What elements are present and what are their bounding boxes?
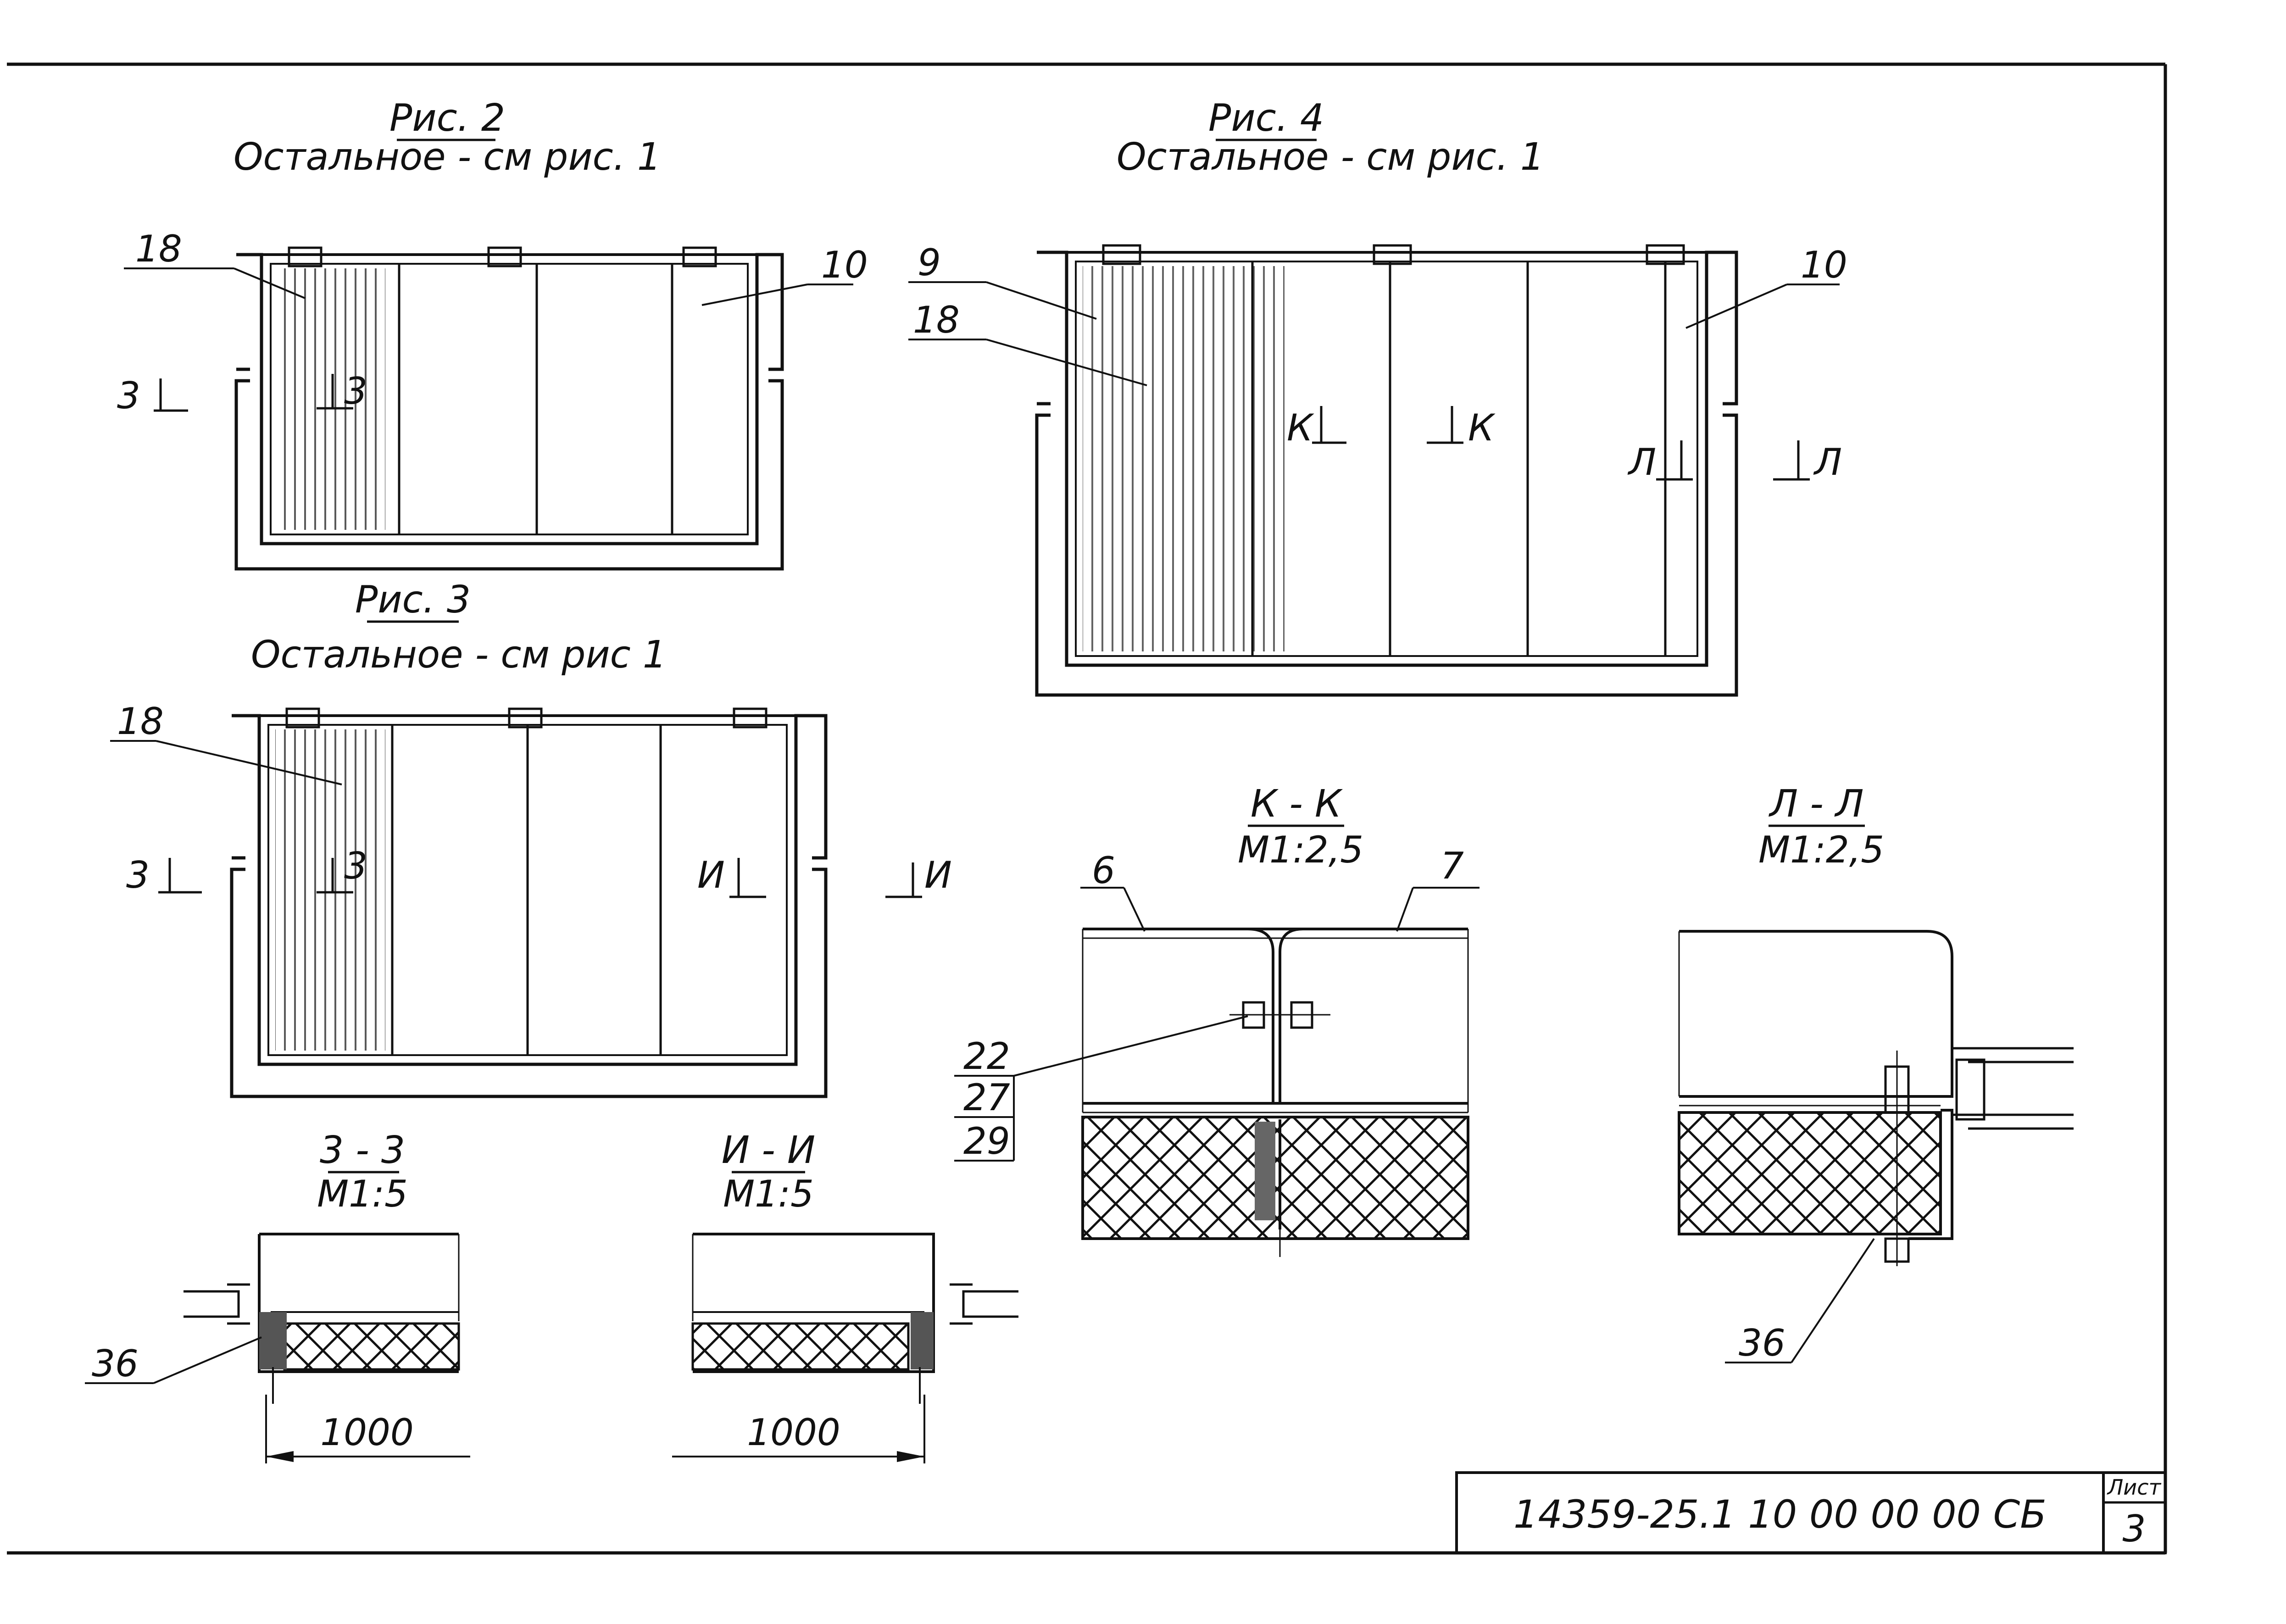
fig4-section-marks-l: Л Л: [1627, 440, 1842, 484]
svg-text:7: 7: [1441, 845, 1464, 887]
svg-text:10: 10: [821, 244, 868, 286]
title-block: 14359-25.1 10 00 00 00 СБ Лист 3: [1455, 1471, 2167, 1554]
svg-text:6: 6: [1092, 849, 1115, 892]
fig4-callout-18: 18: [908, 299, 1147, 386]
svg-text:К: К: [1287, 406, 1314, 449]
fig2-note: Остальное - см рис. 1: [234, 135, 661, 179]
figure-3: Рис. 3 Остальное - см рис 1 18 3 3: [110, 578, 952, 1098]
svg-text:3: 3: [117, 374, 140, 417]
section-3-3-scale: М1:5: [317, 1173, 408, 1215]
section-i-i-title: И - И: [722, 1129, 815, 1172]
fig3-section-mark-3: 3 3: [126, 845, 367, 896]
svg-text:1000: 1000: [320, 1411, 414, 1454]
svg-text:10: 10: [1801, 244, 1847, 286]
fig3-note: Остальное - см рис 1: [251, 633, 667, 677]
svg-text:18: 18: [117, 700, 164, 743]
fig4-callout-10: 10: [1685, 244, 1847, 329]
svg-text:К: К: [1468, 406, 1496, 449]
svg-text:9: 9: [918, 241, 941, 284]
document-number: 14359-25.1 10 00 00 00 СБ: [1513, 1492, 2047, 1537]
fig2-title: Рис. 2: [389, 96, 505, 140]
section-l-l-callout-36: 36: [1725, 1238, 1875, 1364]
svg-text:27: 27: [963, 1076, 1010, 1119]
fig3-callout-18: 18: [110, 700, 342, 785]
fig2-section-mark-inner: 3: [317, 370, 367, 412]
section-l-l: Л - Л М1:2,5 36: [1678, 782, 2074, 1364]
svg-text:3: 3: [344, 370, 367, 412]
svg-text:22: 22: [963, 1035, 1010, 1078]
fig4-title: Рис. 4: [1208, 96, 1324, 140]
section-3-3: 3 - 3 М1:5 36 1000: [85, 1129, 470, 1463]
section-k-k: К - К М1:2,5 6 7 22 27 29: [954, 782, 1480, 1257]
section-i-i: И - И М1:5 1000: [672, 1129, 1018, 1463]
figure-4: Рис. 4 Остальное - см рис. 1 9 18: [908, 96, 1847, 697]
fig4-callout-9: 9: [908, 241, 1097, 320]
svg-text:18: 18: [913, 299, 960, 341]
svg-text:3: 3: [344, 845, 367, 887]
fig4-section-marks-k: К К: [1287, 406, 1496, 449]
section-k-k-callout-6: 6: [1080, 849, 1146, 932]
svg-text:Л: Л: [1813, 441, 1842, 484]
section-k-k-title: К - К: [1251, 782, 1343, 826]
section-3-3-dimension: 1000: [265, 1395, 470, 1463]
svg-text:1000: 1000: [747, 1411, 840, 1454]
fig2-callout-18: 18: [124, 228, 306, 299]
svg-text:18: 18: [135, 228, 182, 270]
fig2-callout-10: 10: [701, 244, 868, 306]
section-3-3-callout: 36: [92, 1342, 139, 1385]
fig2-section-mark-left: 3: [117, 374, 188, 417]
section-k-k-callouts-stack: 22 27 29: [954, 1015, 1248, 1162]
fig3-title: Рис. 3: [355, 578, 471, 622]
fig3-plan-outline: [230, 707, 828, 1098]
svg-text:И: И: [924, 854, 952, 896]
section-3-3-title: 3 - 3: [320, 1129, 405, 1172]
fig3-section-mark-i: И И: [697, 854, 952, 898]
svg-text:Л: Л: [1627, 441, 1656, 484]
sheet-number: 3: [2123, 1507, 2146, 1550]
section-i-i-scale: М1:5: [723, 1173, 814, 1215]
svg-text:29: 29: [963, 1120, 1010, 1162]
svg-text:3: 3: [126, 854, 150, 896]
section-l-l-title: Л - Л: [1768, 782, 1863, 826]
section-k-k-callout-7: 7: [1396, 845, 1480, 932]
svg-text:36: 36: [1739, 1322, 1785, 1364]
section-k-k-scale: М1:2,5: [1238, 829, 1363, 871]
svg-text:И: И: [697, 854, 725, 896]
figure-2: Рис. 2 Остальное - см рис. 1 18 10 3: [117, 96, 868, 571]
fig4-plan-outline: [1035, 244, 1738, 697]
fig4-note: Остальное - см рис. 1: [1117, 135, 1544, 179]
section-l-l-scale: М1:2,5: [1758, 829, 1884, 871]
section-i-i-dimension: 1000: [672, 1395, 925, 1463]
sheet-label: Лист: [2107, 1475, 2162, 1500]
